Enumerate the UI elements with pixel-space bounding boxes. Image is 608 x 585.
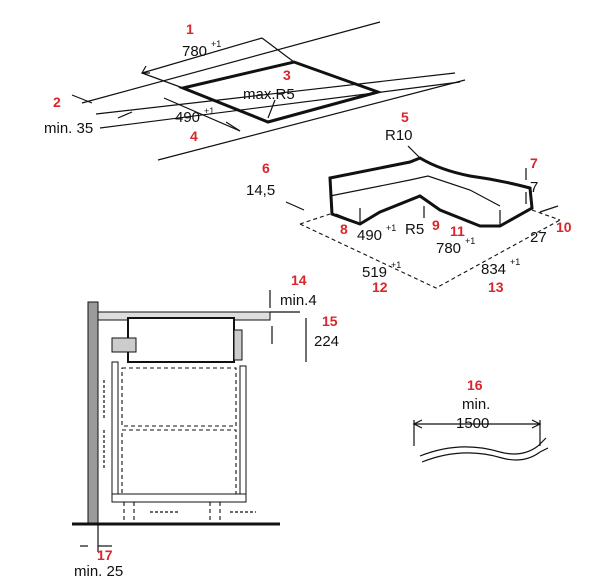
dim-gap-min: min.4 [280,292,317,309]
callout-6: 6 [262,160,270,176]
dim-frame-height-right: 7 [530,179,538,196]
callout-4: 4 [190,128,198,144]
dim-frame-inner-depth: 490 [357,227,382,244]
dim-corner-radius: max.R5 [243,86,295,103]
dim-frame-outer-width-tol: +1 [510,257,520,267]
dim-frame-outer-depth-tol: +1 [391,260,401,270]
callout-3: 3 [283,67,291,83]
dim-wall-min: min. 25 [74,563,123,580]
dim-cutout-width-tol: +1 [211,39,221,49]
callout-14: 14 [291,272,307,288]
callout-16: 16 [467,377,483,393]
callout-8: 8 [340,221,348,237]
dim-cutout-width: 780 [182,43,207,60]
frame-view [285,145,561,289]
dim-cable-min: min. [462,396,490,413]
dim-cutout-depth-tol: +1 [204,106,214,116]
callout-9: 9 [432,217,440,233]
callout-15: 15 [322,313,338,329]
cable-view [412,419,549,463]
dim-frame-radius-outer: R10 [385,127,413,144]
dim-frame-outer-width: 834 [481,261,506,278]
callout-11: 11 [450,223,465,239]
callout-12: 12 [372,279,388,295]
dim-frame-inner-width-tol: +1 [465,236,475,246]
dim-height: 224 [314,333,339,350]
callout-1: 1 [186,21,194,37]
cabinet-side-view [72,290,307,552]
dim-frame-inner-depth-tol: +1 [386,223,396,233]
dim-min-front: min. 35 [44,120,93,137]
callout-10: 10 [556,219,572,235]
dim-frame-outer-depth: 519 [362,264,387,281]
dim-cutout-depth: 490 [175,109,200,126]
callout-13: 13 [488,279,504,295]
dim-frame-inner-radius: R5 [405,221,424,238]
countertop-top-view [71,21,466,161]
callout-17: 17 [97,547,113,563]
callout-7: 7 [530,155,538,171]
callout-2: 2 [53,94,61,110]
dim-frame-inner-width: 780 [436,240,461,257]
dim-frame-side: 27 [530,229,547,246]
dim-cable-length: 1500 [456,415,489,432]
callout-5: 5 [401,109,409,125]
cutout-outline [178,60,383,124]
dim-frame-height-left: 14,5 [246,182,275,199]
